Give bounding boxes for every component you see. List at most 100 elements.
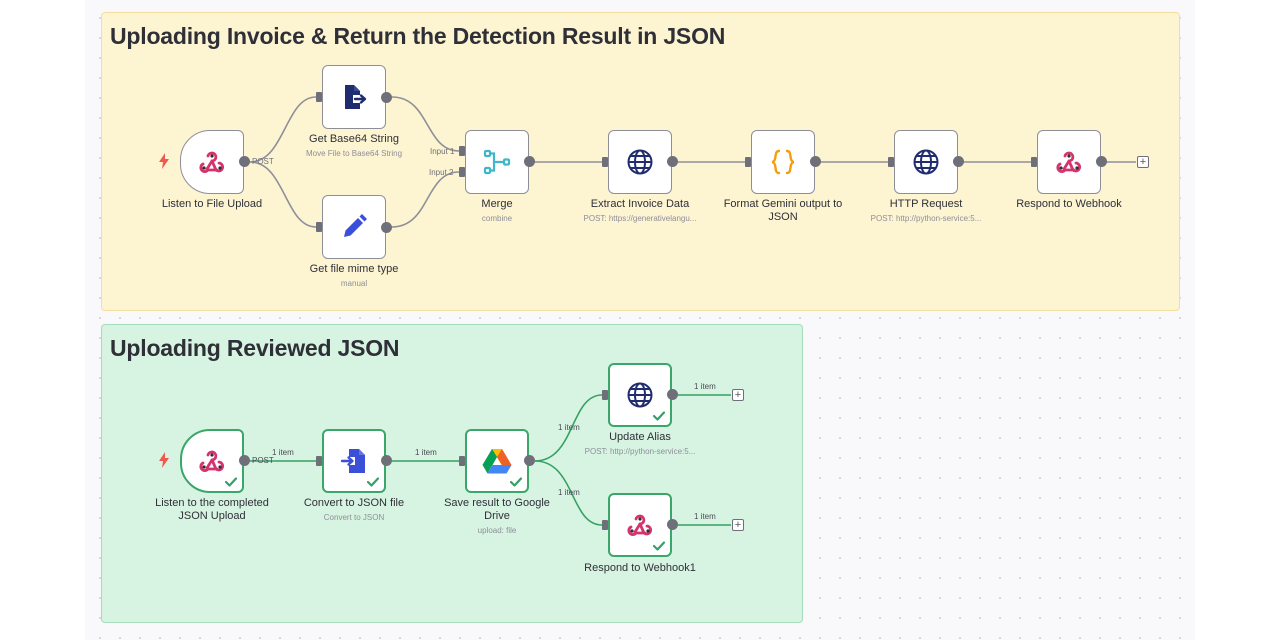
file-import-icon — [340, 447, 368, 475]
edge-label-1-item: 1 item — [415, 448, 437, 457]
node-respond-to-webhook[interactable] — [1037, 130, 1101, 194]
node-http-request[interactable] — [894, 130, 958, 194]
input-handle[interactable] — [602, 157, 608, 167]
input-handle[interactable] — [316, 456, 322, 466]
input-handle[interactable] — [316, 92, 322, 102]
node-title: Listen to File Upload — [161, 198, 263, 210]
output-handle[interactable] — [667, 156, 678, 167]
input-handle-1[interactable] — [459, 146, 465, 156]
connection-base64-to-merge[interactable] — [391, 96, 460, 152]
edge-label-1-item: 1 item — [558, 423, 580, 432]
output-handle[interactable] — [667, 519, 678, 530]
success-check-icon — [653, 411, 665, 421]
node-save-to-google-drive[interactable] — [465, 429, 529, 493]
node-title: Respond to Webhook1 — [584, 562, 696, 574]
output-handle[interactable] — [381, 92, 392, 103]
output-handle[interactable] — [239, 156, 250, 167]
output-handle[interactable] — [524, 455, 535, 466]
globe-icon — [626, 148, 654, 176]
input-handle[interactable] — [888, 157, 894, 167]
node-subtitle: Convert to JSON — [323, 513, 385, 522]
merge-input-2-label: Input 2 — [429, 168, 454, 177]
node-subtitle: upload: file — [477, 526, 517, 535]
webhook-icon — [198, 448, 226, 474]
output-handle[interactable] — [381, 222, 392, 233]
node-title: Merge — [481, 198, 513, 210]
edge-label-post: POST — [252, 157, 274, 166]
node-merge[interactable] — [465, 130, 529, 194]
output-handle[interactable] — [810, 156, 821, 167]
input-handle[interactable] — [602, 520, 608, 530]
node-title: Get Base64 String — [309, 133, 399, 145]
globe-icon — [912, 148, 940, 176]
output-handle[interactable] — [1096, 156, 1107, 167]
google-drive-icon — [482, 448, 512, 474]
node-title: Format Gemini output to JSON — [723, 198, 843, 223]
node-subtitle: POST: http://python-service:5... — [584, 447, 696, 456]
edge-label-post: POST — [252, 456, 274, 465]
braces-icon — [769, 148, 797, 176]
success-check-icon — [225, 477, 237, 487]
input-handle[interactable] — [459, 456, 465, 466]
trigger-bolt-icon — [159, 153, 169, 169]
sticky-note-title: Uploading Invoice & Return the Detection… — [110, 23, 726, 49]
connection-gdrive-to-respond1[interactable] — [534, 460, 603, 526]
node-listen-to-file-upload[interactable] — [180, 130, 244, 194]
node-update-alias[interactable] — [608, 363, 672, 427]
node-extract-invoice-data[interactable] — [608, 130, 672, 194]
connection-mime-to-merge[interactable] — [391, 171, 460, 228]
success-check-icon — [653, 541, 665, 551]
node-title: Save result to Google Drive — [444, 497, 550, 522]
node-get-base64-string[interactable] — [322, 65, 386, 129]
globe-icon — [626, 381, 654, 409]
output-handle[interactable] — [239, 455, 250, 466]
file-export-icon — [340, 83, 368, 111]
node-respond-to-webhook1[interactable] — [608, 493, 672, 557]
success-check-icon — [367, 477, 379, 487]
sticky-note-title: Uploading Reviewed JSON — [110, 335, 400, 361]
connection-listen-to-mime[interactable] — [249, 161, 317, 228]
node-convert-to-json-file[interactable] — [322, 429, 386, 493]
node-title: Get file mime type — [309, 263, 399, 275]
input-handle-2[interactable] — [459, 167, 465, 177]
connection-listen-to-base64[interactable] — [249, 96, 317, 163]
edge-label-1-item: 1 item — [694, 382, 716, 391]
node-subtitle: POST: https://generativelangu... — [583, 214, 697, 223]
node-title: Listen to the completed JSON Upload — [155, 497, 269, 522]
node-subtitle: POST: http://python-service:5... — [870, 214, 982, 223]
node-subtitle: manual — [340, 279, 368, 288]
output-handle[interactable] — [953, 156, 964, 167]
node-title: Update Alias — [609, 431, 671, 443]
output-handle[interactable] — [667, 389, 678, 400]
connection-gdrive-to-alias[interactable] — [534, 394, 603, 462]
output-handle[interactable] — [524, 156, 535, 167]
pencil-icon — [340, 213, 368, 241]
merge-input-1-label: Input 1 — [430, 147, 455, 156]
edge-label-1-item: 1 item — [272, 448, 294, 457]
node-subtitle: Move File to Base64 String — [305, 149, 403, 158]
node-title: HTTP Request — [889, 198, 963, 210]
node-title: Convert to JSON file — [303, 497, 405, 509]
edge-label-1-item: 1 item — [694, 512, 716, 521]
success-check-icon — [510, 477, 522, 487]
input-handle[interactable] — [1031, 157, 1037, 167]
edge-label-1-item: 1 item — [558, 488, 580, 497]
node-get-file-mime-type[interactable] — [322, 195, 386, 259]
node-title: Respond to Webhook — [1016, 198, 1122, 210]
add-node-button[interactable]: + — [732, 389, 744, 401]
webhook-icon — [626, 512, 654, 538]
input-handle[interactable] — [316, 222, 322, 232]
trigger-bolt-icon — [159, 452, 169, 468]
webhook-icon — [1055, 149, 1083, 175]
node-subtitle: combine — [481, 214, 513, 223]
merge-icon — [483, 148, 511, 176]
webhook-icon — [198, 149, 226, 175]
node-listen-to-completed-json-upload[interactable] — [180, 429, 244, 493]
add-node-button[interactable]: + — [732, 519, 744, 531]
input-handle[interactable] — [602, 390, 608, 400]
add-node-button[interactable]: + — [1137, 156, 1149, 168]
output-handle[interactable] — [381, 455, 392, 466]
input-handle[interactable] — [745, 157, 751, 167]
node-format-gemini-output[interactable] — [751, 130, 815, 194]
